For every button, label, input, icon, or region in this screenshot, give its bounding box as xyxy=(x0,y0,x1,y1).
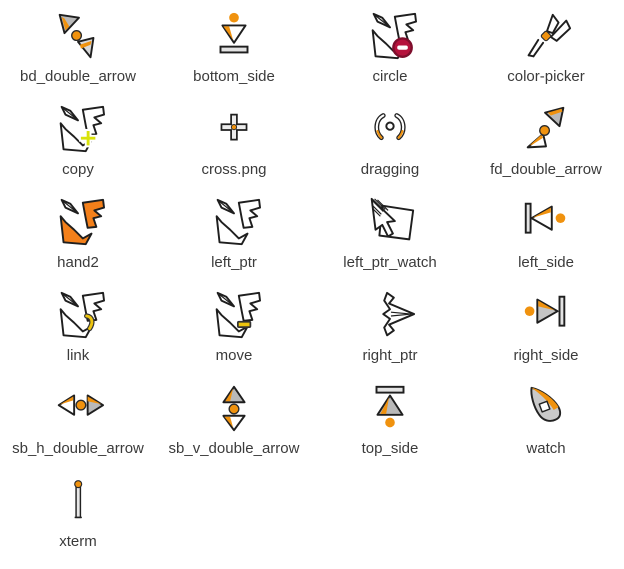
cursor-item-bd-double-arrow[interactable]: bd_double_arrow xyxy=(0,0,156,93)
link-cursor-icon xyxy=(51,287,105,345)
bd-double-arrow-cursor-icon xyxy=(51,8,105,66)
cursor-item-xterm[interactable]: xterm xyxy=(0,465,156,558)
left-side-cursor-icon xyxy=(519,194,573,252)
hand2-cursor-icon xyxy=(51,194,105,252)
cursor-label: bd_double_arrow xyxy=(20,68,136,85)
cursor-item-bottom-side[interactable]: bottom_side xyxy=(156,0,312,93)
cursor-item-copy[interactable]: copy xyxy=(0,93,156,186)
cursor-label: link xyxy=(66,347,90,364)
right-ptr-cursor-icon xyxy=(363,287,417,345)
sb-h-double-arrow-cursor-icon xyxy=(51,380,105,438)
cursor-item-link[interactable]: link xyxy=(0,279,156,372)
cursor-label: watch xyxy=(526,440,566,457)
cursor-label: right_ptr xyxy=(362,347,418,364)
cursor-item-hand2[interactable]: hand2 xyxy=(0,186,156,279)
right-side-cursor-icon xyxy=(519,287,573,345)
cursor-item-left-ptr[interactable]: left_ptr xyxy=(156,186,312,279)
left-ptr-watch-cursor-icon xyxy=(363,194,417,252)
cursor-label: xterm xyxy=(59,533,97,550)
cursor-item-watch[interactable]: watch xyxy=(468,372,624,465)
cursor-label: fd_double_arrow xyxy=(490,161,602,178)
sb-v-double-arrow-cursor-icon xyxy=(207,380,261,438)
cursor-item-right-ptr[interactable]: right_ptr xyxy=(312,279,468,372)
cursor-label: top_side xyxy=(361,440,419,457)
cross-cursor-icon xyxy=(207,101,261,159)
cursor-item-right-side[interactable]: right_side xyxy=(468,279,624,372)
cursor-item-move[interactable]: move xyxy=(156,279,312,372)
left-ptr-cursor-icon xyxy=(207,194,261,252)
cursor-label: sb_h_double_arrow xyxy=(12,440,144,457)
cursor-item-fd-double-arrow[interactable]: fd_double_arrow xyxy=(468,93,624,186)
cursor-item-color-picker[interactable]: color-picker xyxy=(468,0,624,93)
cursor-item-dragging[interactable]: dragging xyxy=(312,93,468,186)
cursor-label: move xyxy=(215,347,253,364)
cursor-item-circle[interactable]: circle xyxy=(312,0,468,93)
copy-cursor-icon xyxy=(51,101,105,159)
circle-cursor-icon xyxy=(363,8,417,66)
bottom-side-cursor-icon xyxy=(207,8,261,66)
cursor-item-cross[interactable]: cross.png xyxy=(156,93,312,186)
dragging-cursor-icon xyxy=(363,101,417,159)
cursor-label: copy xyxy=(62,161,94,178)
cursor-label: left_ptr xyxy=(211,254,257,271)
cursor-item-left-side[interactable]: left_side xyxy=(468,186,624,279)
cursor-item-sb-h-double-arrow[interactable]: sb_h_double_arrow xyxy=(0,372,156,465)
cursor-label: sb_v_double_arrow xyxy=(168,440,300,457)
cursor-label: left_ptr_watch xyxy=(343,254,437,271)
top-side-cursor-icon xyxy=(363,380,417,438)
cursor-label: dragging xyxy=(360,161,420,178)
cursor-label: left_side xyxy=(518,254,574,271)
cursor-item-top-side[interactable]: top_side xyxy=(312,372,468,465)
cursor-label: hand2 xyxy=(57,254,99,271)
xterm-cursor-icon xyxy=(51,473,105,531)
cursor-label: color-picker xyxy=(507,68,585,85)
cursor-label: right_side xyxy=(513,347,579,364)
watch-cursor-icon xyxy=(519,380,573,438)
cursor-item-sb-v-double-arrow[interactable]: sb_v_double_arrow xyxy=(156,372,312,465)
move-cursor-icon xyxy=(207,287,261,345)
color-picker-cursor-icon xyxy=(519,8,573,66)
fd-double-arrow-cursor-icon xyxy=(519,101,573,159)
cursor-label: circle xyxy=(372,68,408,85)
cursor-label: cross.png xyxy=(201,161,267,178)
cursor-item-left-ptr-watch[interactable]: left_ptr_watch xyxy=(312,186,468,279)
cursor-label: bottom_side xyxy=(193,68,275,85)
